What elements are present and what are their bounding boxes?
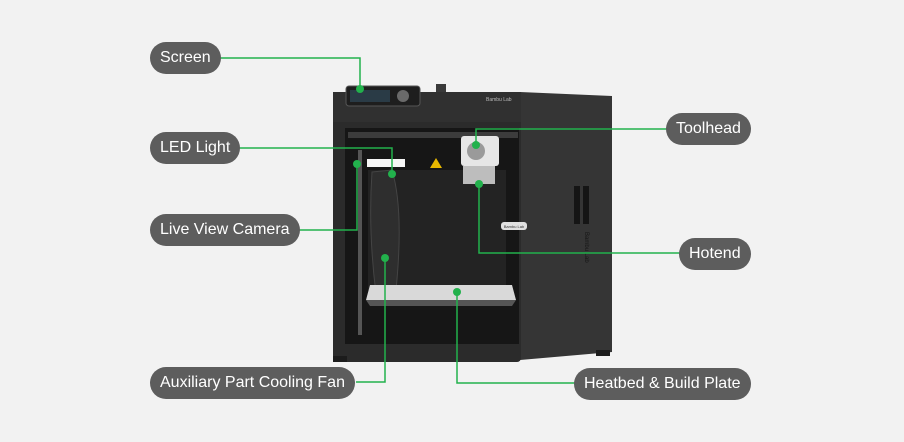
dot-auxiliary-fan [381,254,389,262]
leader-hotend [478,184,681,254]
gantry-rail [348,132,518,138]
warning-sticker [430,158,442,168]
label-toolhead: Toolhead [666,113,751,145]
build-plate [366,285,516,300]
leader-live-view-camera [296,164,358,231]
screen-display [350,90,390,102]
label-screen: Screen [150,42,221,74]
screen-knob [397,90,409,102]
toolhead-fan [467,142,485,160]
leader-auxiliary-fan [356,258,386,383]
printer: Bambu Lab Bambu Lab Bambu Lab [333,84,612,362]
side-logo-mark [574,186,589,224]
printer-left-rod [358,150,362,335]
toolhead-badge-bg [501,222,527,230]
printer-side-panel [520,92,612,360]
label-live-view-camera: Live View Camera [150,214,300,246]
dot-screen [356,85,364,93]
side-logo: Bambu Lab [583,232,589,263]
leader-led-light [236,147,393,173]
dot-led-light [388,170,396,178]
leader-heatbed [456,292,576,384]
dot-hotend [475,180,483,188]
leader-lines [220,57,681,384]
leader-toolhead [475,128,668,144]
dot-live-view-camera [353,160,361,168]
foot-right [596,350,610,356]
dot-toolhead [472,141,480,149]
label-led-light: LED Light [150,132,241,164]
label-auxiliary-fan: Auxiliary Part Cooling Fan [150,367,355,399]
label-hotend: Hotend [679,238,751,270]
top-handle [436,84,446,92]
brand-badge: Bambu Lab [486,97,512,103]
led-strip [367,159,405,167]
label-heatbed: Heatbed & Build Plate [574,368,751,400]
leader-dots [353,85,483,296]
toolhead-badge: Bambu Lab [504,224,525,229]
heatbed-base [366,300,516,306]
dot-heatbed [453,288,461,296]
foot-left [333,356,347,362]
leader-screen [220,57,361,88]
toolhead-lower [463,166,495,184]
